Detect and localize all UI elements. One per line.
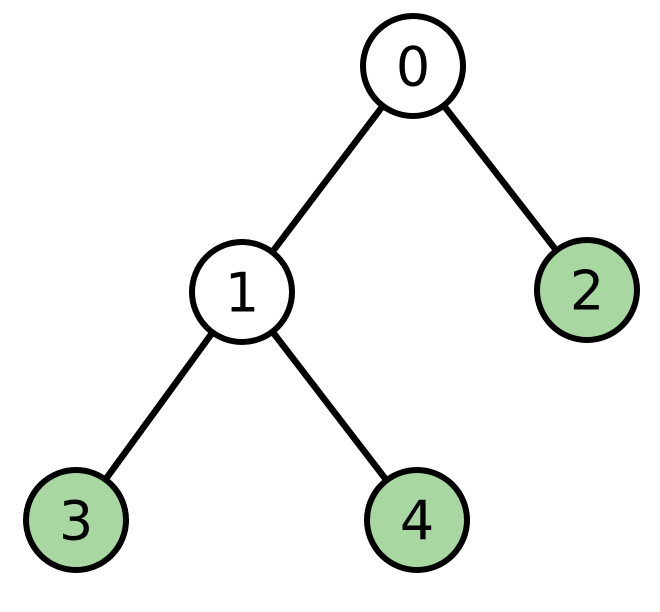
- node-label: 1: [225, 262, 259, 325]
- node-label: 4: [400, 490, 434, 553]
- node-circle: [23, 467, 129, 573]
- node-circle: [364, 467, 470, 573]
- node-circle: [360, 13, 466, 119]
- node-circle: [189, 239, 295, 345]
- tree-node-3: 3: [23, 467, 129, 573]
- tree-node-0: 0: [360, 13, 466, 119]
- node-circle: [534, 237, 640, 343]
- node-label: 2: [570, 260, 604, 323]
- node-label: 0: [396, 36, 430, 99]
- node-label: 3: [59, 490, 93, 553]
- tree-node-1: 1: [189, 239, 295, 345]
- tree-node-2: 2: [534, 237, 640, 343]
- tree-node-4: 4: [364, 467, 470, 573]
